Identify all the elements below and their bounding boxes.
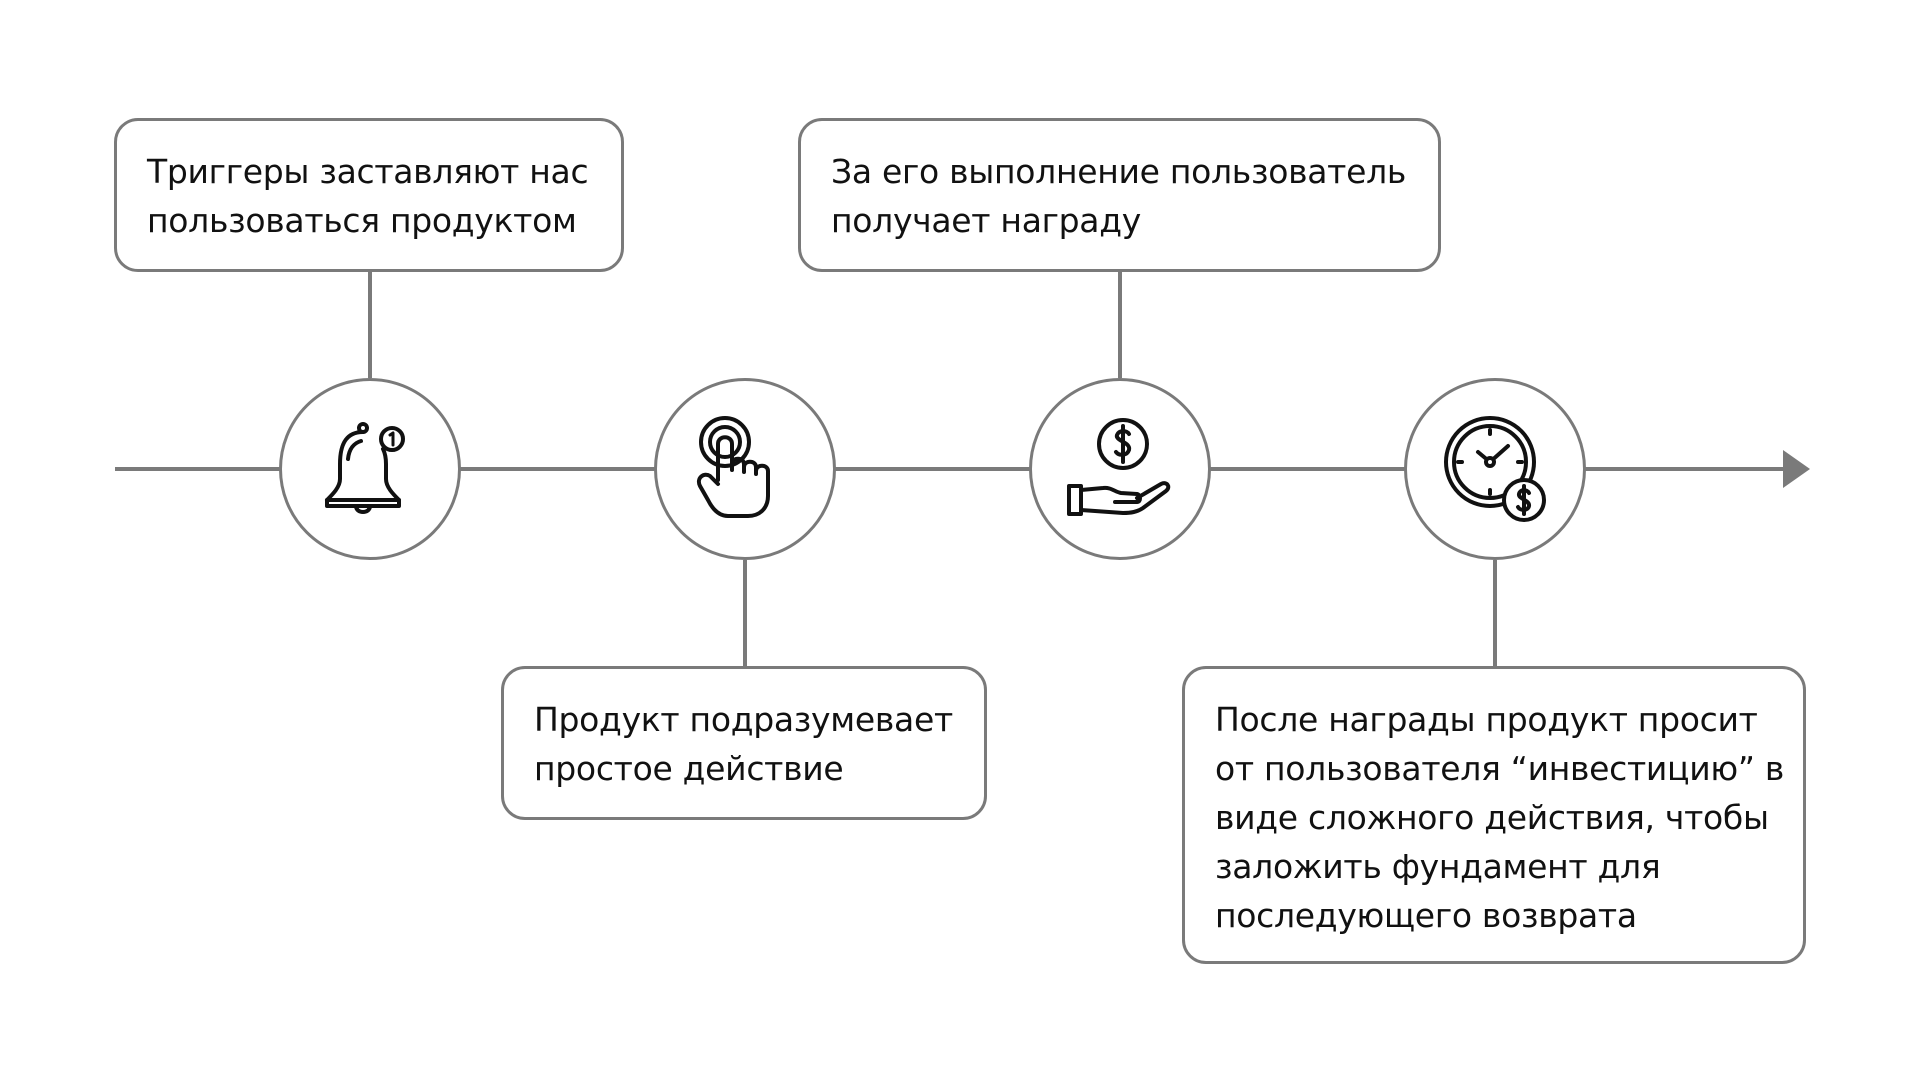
card-line: Триггеры заставляют нас: [147, 152, 589, 191]
step-1-card: Триггеры заставляют нас пользоваться про…: [114, 118, 624, 272]
card-line: последующего возврата: [1215, 896, 1637, 935]
card-line: За его выполнение пользователь: [831, 152, 1407, 191]
card-line: заложить фундамент для: [1215, 847, 1661, 886]
step-2-node: [654, 378, 836, 560]
card-line: от пользователя “инвестицию” в: [1215, 749, 1784, 788]
card-line: получает награду: [831, 201, 1141, 240]
clock-dollar-icon: [1444, 416, 1546, 522]
timeline-arrowhead: [1783, 450, 1810, 488]
card-line: После награды продукт просит: [1215, 700, 1758, 739]
tap-finger-icon: [697, 416, 770, 518]
card-line: виде сложного действия, чтобы: [1215, 798, 1769, 837]
bell-notification-icon: [325, 422, 405, 514]
step-3-card: За его выполнение пользователь получает …: [798, 118, 1441, 272]
card-line: Продукт подразумевает: [534, 700, 953, 739]
card-line: пользоваться продуктом: [147, 201, 577, 240]
hand-coin-icon: [1067, 418, 1171, 516]
step-3-node: [1029, 378, 1211, 560]
step-4-card: После награды продукт просит от пользова…: [1182, 666, 1806, 964]
step-1-node: [279, 378, 461, 560]
step-2-card: Продукт подразумевает простое действие: [501, 666, 987, 820]
card-line: простое действие: [534, 749, 844, 788]
step-4-node: [1404, 378, 1586, 560]
